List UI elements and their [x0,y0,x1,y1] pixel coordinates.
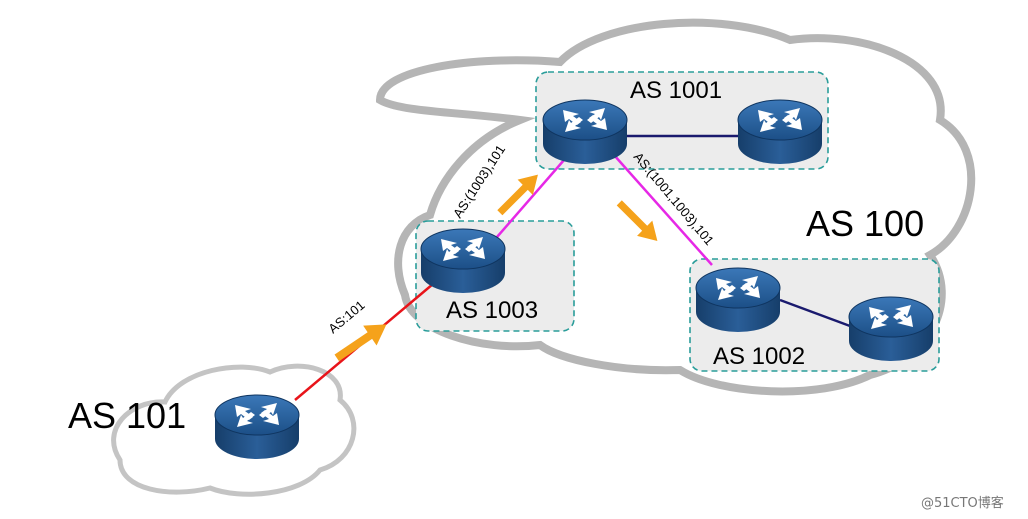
router-icon [214,394,300,460]
as100-label: AS 100 [806,203,924,244]
router-icon [695,267,781,333]
router-icon [737,99,823,165]
link-as1003-as1001 [496,151,572,238]
as1002-label: AS 1002 [713,343,805,370]
router-icon [542,99,628,165]
watermark: @51CTO博客 [921,495,1004,511]
link-as1002-internal [779,298,851,328]
router-icon [420,228,506,294]
router-icon [848,296,934,362]
path-label-as101: AS:101 [325,297,367,336]
as101-label: AS 101 [68,395,186,436]
as1003-label: AS 1003 [446,297,538,324]
link-as1001-as1002 [613,154,713,266]
as1001-label: AS 1001 [630,77,722,104]
